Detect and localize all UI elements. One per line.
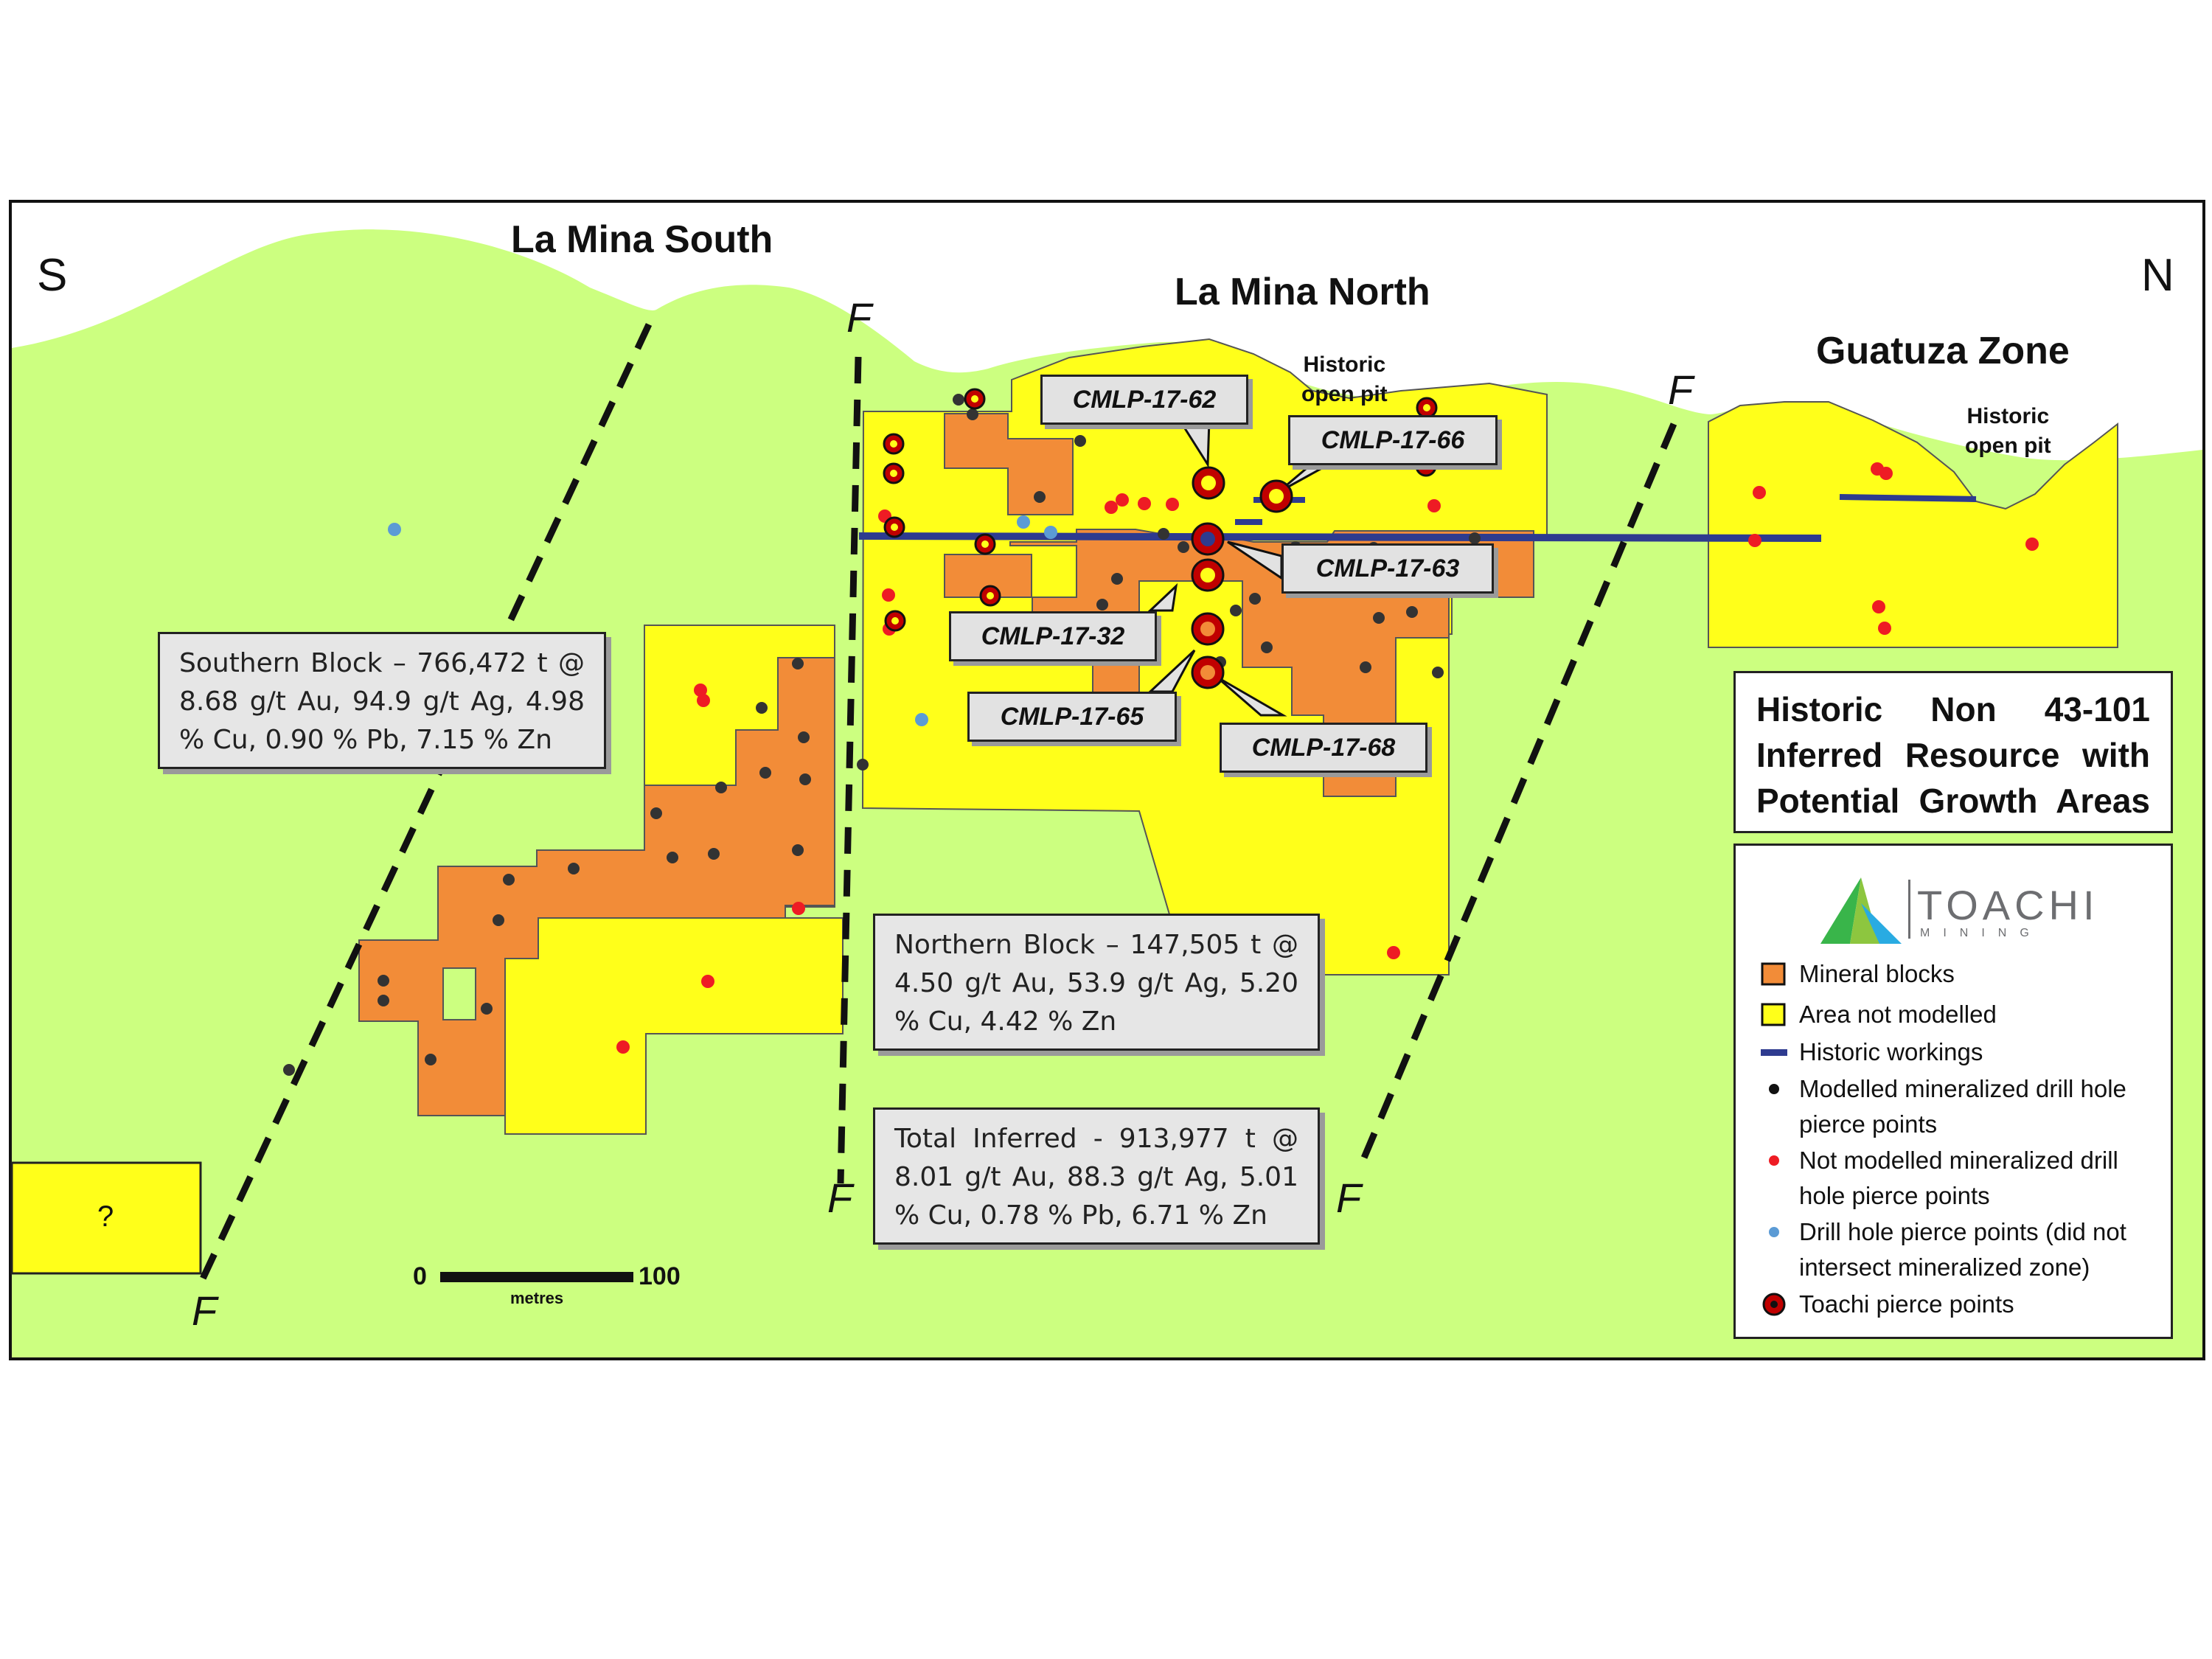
fault-label-1-top: F: [846, 294, 872, 341]
not-modelled-points: [616, 462, 2039, 1054]
fault-line-1: [195, 323, 653, 1288]
historic-workings-guatuza: [1839, 494, 1977, 502]
la-mina-north-label: La Mina North: [1175, 271, 1430, 313]
legend-label: Drill hole pierce points (did not inters…: [1799, 1218, 2126, 1281]
callout-cmlp-17-62: CMLP-17-62: [1040, 375, 1248, 425]
guatuza-pit-label-line1: Historic: [1966, 404, 2050, 428]
legend: TOACHI MINING Mineral blocks Area not mo…: [1733, 844, 2173, 1339]
logo-text: TOACHI: [1917, 882, 2099, 928]
southern-block-resource-box: Southern Block – 766,472 t @ 8.68 g/t Au…: [158, 632, 606, 769]
southern-block-hole: [442, 967, 476, 1020]
scale-end-label: 100: [639, 1262, 681, 1290]
blue-dot-icon: [1759, 1214, 1789, 1250]
callout-cmlp-17-63: CMLP-17-63: [1281, 543, 1494, 594]
la-mina-south-label: La Mina South: [511, 218, 773, 261]
northern-block-resource-box: Northern Block – 147,505 t @ 4.50 g/t Au…: [873, 914, 1320, 1051]
southern-mineral-blocks: [358, 657, 835, 1134]
historic-workings-main: [858, 532, 1822, 542]
total-inferred-resource-box: Total Inferred - 913,977 t @ 8.01 g/t Au…: [873, 1107, 1320, 1245]
callout-cmlp-17-68: CMLP-17-68: [1220, 723, 1427, 773]
toachi-ring-icon: [1759, 1287, 1789, 1322]
black-dot-icon: [1759, 1071, 1789, 1107]
fault-label-3-top: F: [1668, 366, 1694, 413]
legend-label: Area not modelled: [1799, 1001, 1997, 1028]
blue-line-icon: [1759, 1034, 1789, 1070]
callout-pointers: [1147, 419, 1343, 717]
logo-divider: [1908, 880, 1910, 939]
logo-subtext: MINING: [1920, 927, 2042, 939]
scale-unit-label: metres: [510, 1289, 564, 1307]
legend-label: Modelled mineralized drill hole pierce p…: [1799, 1075, 2126, 1138]
north-pit-label-line1: Historic: [1303, 352, 1386, 377]
guatuza-pit-label-line2: open pit: [1965, 434, 2051, 458]
legend-label: Toachi pierce points: [1799, 1290, 2014, 1318]
fault-line-2: [837, 356, 862, 1184]
unknown-block-label: ?: [97, 1200, 114, 1233]
legend-label: Mineral blocks: [1799, 960, 1955, 987]
guatuza-pit-label: Historic open pit: [1965, 402, 2051, 461]
guatuza-zone-label: Guatuza Zone: [1816, 330, 2070, 372]
toachi-logo: TOACHI MINING: [1817, 874, 2095, 947]
northern-mineral-block-a: [944, 413, 1074, 515]
scale-bar: [440, 1272, 633, 1282]
toachi-logo-icon: [1820, 877, 1902, 944]
unknown-block: [10, 1161, 202, 1275]
north-pit-label-line2: open pit: [1301, 382, 1388, 406]
south-direction-label: S: [37, 250, 68, 301]
guatuza-area-not-modelled: [1708, 401, 2118, 648]
yellow-square-icon: [1759, 997, 1789, 1032]
scale-start-label: 0: [413, 1262, 427, 1290]
north-direction-label: N: [2141, 250, 2174, 301]
fault-label-2-bottom: F: [827, 1175, 853, 1221]
fault-line-3: [1359, 422, 1677, 1163]
red-dot-icon: [1759, 1143, 1789, 1178]
toachi-points-small: [883, 388, 1438, 632]
toachi-callout-points: [1191, 466, 1293, 689]
orange-square-icon: [1759, 956, 1789, 992]
fault-label-1-bottom: F: [192, 1287, 218, 1334]
legend-label: Historic workings: [1799, 1038, 1983, 1065]
legend-label: Not modelled mineralized drill hole pier…: [1799, 1147, 2118, 1209]
barren-points: [388, 515, 1057, 726]
callout-cmlp-17-65: CMLP-17-65: [967, 692, 1177, 742]
north-pit-label: Historic open pit: [1301, 350, 1388, 409]
map-title-box: Historic Non 43-101 Inferred Resource wi…: [1733, 671, 2173, 833]
fault-label-3-bottom: F: [1336, 1175, 1362, 1221]
callout-cmlp-17-66: CMLP-17-66: [1288, 415, 1498, 465]
callout-cmlp-17-32: CMLP-17-32: [949, 611, 1157, 661]
